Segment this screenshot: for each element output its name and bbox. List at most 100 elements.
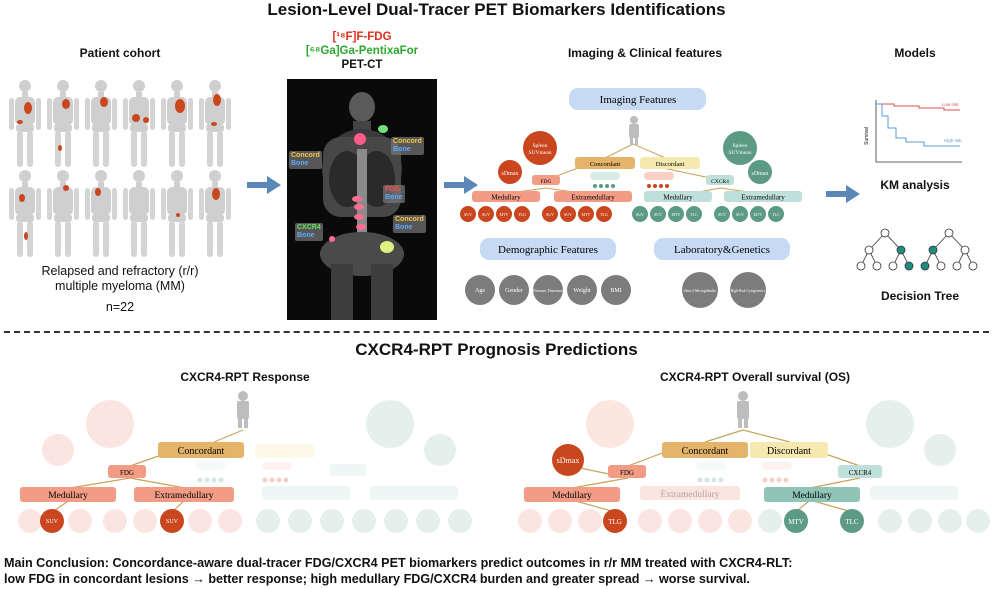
laboratory-genetics-node: [654, 238, 790, 260]
prognosis-title: CXCR4-RPT Prognosis Predictions: [355, 340, 638, 359]
section-divider: [4, 331, 989, 333]
svg-text:sDmax: sDmax: [557, 456, 580, 465]
svg-text:Discordant: Discordant: [656, 161, 685, 168]
svg-text:TLG: TLG: [518, 212, 526, 217]
fdg-node: [532, 175, 560, 185]
svg-text:SUVmean: SUVmean: [729, 150, 752, 156]
svg-text:Spleen: Spleen: [533, 143, 548, 149]
pet-label-concord-right: Concord Bone: [393, 215, 426, 233]
fdg-extramedullary-node: [554, 191, 632, 202]
svg-text:Gender: Gender: [505, 288, 523, 294]
pet-label-concord-top: Concord Bone: [391, 137, 424, 155]
svg-text:BMI: BMI: [610, 288, 621, 294]
pet-label-concord-left: Concord Bone: [289, 151, 322, 169]
main-title: Lesion-Level Dual-Tracer PET Biomarkers …: [267, 0, 726, 19]
svg-text:SUV: SUV: [482, 212, 490, 217]
response-medullary-node: [20, 487, 116, 502]
svg-text:Discordant: Discordant: [767, 446, 811, 457]
svg-text:TLG: TLG: [600, 212, 608, 217]
svg-text:MTV: MTV: [500, 212, 509, 217]
svg-text:Medullary: Medullary: [491, 194, 521, 202]
svg-text:SUV: SUV: [736, 212, 744, 217]
cohort-desc-line1: Relapsed and refractory (r/r): [41, 264, 199, 278]
patient-icon-3: [85, 80, 117, 167]
svg-text:MTV: MTV: [672, 212, 681, 217]
decision-tree-icon: [856, 228, 978, 271]
response-heading: CXCR4-RPT Response: [180, 370, 310, 384]
response-suv-node-2: [160, 509, 184, 533]
arrow-right-icon: [444, 176, 478, 194]
cohort-n: n=22: [105, 300, 135, 314]
svg-text:SUV: SUV: [464, 212, 472, 217]
discordant-node: [640, 157, 700, 169]
main-conclusion: Main Conclusion: Concordance-aware dual-…: [4, 555, 989, 587]
patient-icon-4: [123, 80, 155, 167]
sdmax-fdg-node: [498, 160, 522, 184]
svg-text:Extramedullary: Extramedullary: [154, 491, 213, 501]
os-tree: sDmax Concordant Discordant FDG CXCR4 Me…: [518, 391, 990, 533]
svg-text:Concordant: Concordant: [590, 161, 621, 168]
svg-text:Laboratory&Genetics: Laboratory&Genetics: [674, 244, 770, 256]
svg-text:Concordant: Concordant: [682, 446, 729, 457]
os-fdg-node: [608, 465, 646, 478]
low-risk-curve: [876, 103, 960, 111]
concordant-node: [575, 157, 635, 169]
os-tlc-node: [840, 509, 864, 533]
demographic-items: Age Gender Disease Duration Weight BMI: [465, 275, 631, 305]
svg-text:MTV: MTV: [788, 518, 804, 526]
arrow-right-icon: [247, 176, 281, 194]
cxcr4-extramedullary-node: [724, 191, 802, 202]
cohort-desc-line2: multiple myeloma (MM): [55, 279, 185, 293]
conclusion-line1: Main Conclusion: Concordance-aware dual-…: [4, 556, 793, 570]
os-tlg-node: [603, 509, 627, 533]
svg-text:Concordant: Concordant: [178, 446, 225, 457]
svg-text:Beta-2-Microglobulin: Beta-2-Microglobulin: [684, 289, 716, 293]
sdmax-cxcr4-node: [748, 160, 772, 184]
high-risk-curve: [876, 103, 960, 147]
svg-text:sDmax: sDmax: [752, 171, 769, 177]
imaging-features-label: Imaging Features: [600, 94, 677, 106]
svg-text:Medullary: Medullary: [663, 194, 693, 202]
os-discordant-node: [750, 442, 828, 458]
svg-text:SUV: SUV: [46, 519, 59, 525]
person-icon: [737, 391, 749, 428]
cohort-heading: Patient cohort: [79, 46, 161, 60]
svg-text:SUV: SUV: [546, 212, 554, 217]
svg-text:SUV: SUV: [654, 212, 662, 217]
pet-ct-image: Concord Bone Concord Bone FDG Bone Conco…: [287, 79, 437, 320]
os-mtv-node: [784, 509, 808, 533]
demographic-features-node: [480, 238, 616, 260]
response-extramedullary-node: [134, 487, 234, 502]
svg-text:SUV: SUV: [564, 212, 572, 217]
fdg-leaf-metrics: SUV SUV MTV TLG SUV SUV MTV TLG: [460, 206, 612, 222]
os-medullary-cxcr4-node: [764, 487, 860, 502]
patient-icon-8: [47, 170, 79, 257]
svg-text:Spleen: Spleen: [733, 143, 748, 149]
svg-text:Age: Age: [475, 288, 485, 294]
svg-text:MTV: MTV: [754, 212, 763, 217]
svg-text:High-Risk Cytogenetics: High-Risk Cytogenetics: [731, 289, 766, 293]
lab-items: Beta-2-Microglobulin High-Risk Cytogenet…: [682, 272, 766, 308]
response-tree: Concordant FDG Medullary Extramedullary …: [18, 391, 472, 533]
modality-label: PET-CT: [341, 59, 383, 71]
conclusion-line2: low FDG in concordant lesions → better r…: [4, 572, 750, 586]
pentixafor-tracer-label: [⁶⁸Ga]Ga-PentixaFor: [305, 45, 419, 57]
os-cxcr4-node: [838, 465, 882, 478]
fdg-medullary-node: [472, 191, 540, 202]
imaging-features-node: [569, 88, 706, 110]
svg-text:FDG: FDG: [540, 179, 551, 185]
models-heading: Models: [894, 46, 936, 60]
pet-label-fdg: FDG Bone: [383, 185, 405, 203]
svg-text:FDG: FDG: [620, 469, 634, 477]
response-suv-node-1: [40, 509, 64, 533]
patient-icon-11: [161, 170, 193, 257]
svg-text:CXCR4: CXCR4: [711, 179, 729, 185]
svg-text:CXCR4: CXCR4: [849, 469, 872, 477]
patient-icon-5: [161, 80, 193, 167]
svg-text:FDG: FDG: [120, 469, 134, 477]
patient-icon-6: [199, 80, 231, 167]
cohort-description: Relapsed and refractory (r/r) multiple m…: [10, 264, 230, 315]
km-curve-chart: Survival Low risk High risk: [864, 100, 962, 163]
cxcr4-leaf-metrics: SUV SUV MTV TLC SUV SUV MTV TLC: [632, 206, 784, 222]
tracer-header: [¹⁸F]F-FDG [⁶⁸Ga]Ga-PentixaFor PET-CT: [270, 30, 454, 72]
